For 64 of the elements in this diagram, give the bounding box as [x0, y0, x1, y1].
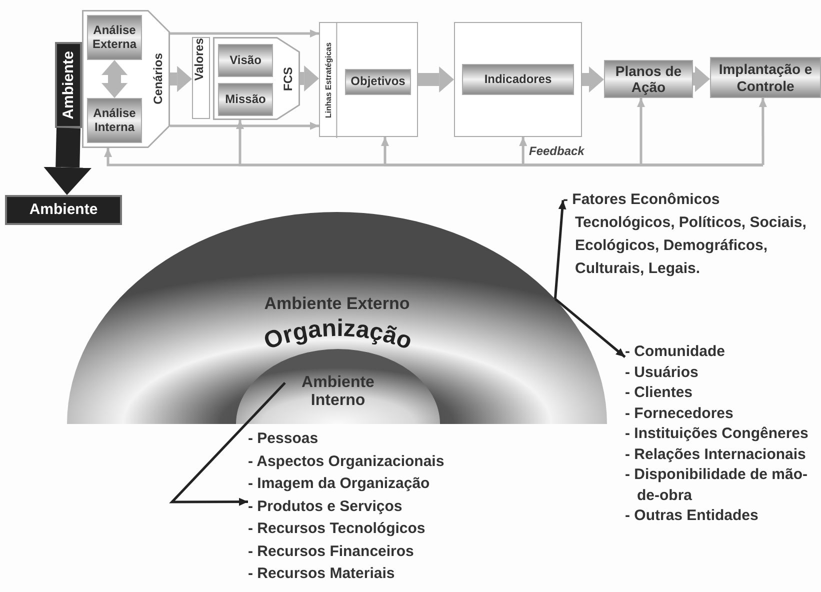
process-box: [218, 44, 273, 77]
list-item: - Disponibilidade de mão-de-obra: [625, 465, 809, 506]
curved-label: Organização: [260, 314, 416, 356]
frame-box: [454, 22, 582, 137]
list-item: - Recursos Materiais: [248, 564, 396, 584]
box-label: Implantação e Controle: [718, 61, 814, 94]
process-box: [87, 15, 142, 60]
arrow: [170, 122, 319, 130]
trapezoid-frame: [213, 37, 300, 120]
block-arrow: [300, 66, 320, 92]
block-arrow: [44, 128, 92, 195]
box-label: Planos de Ação: [614, 62, 683, 96]
arrow: [637, 98, 763, 166]
list-item: - Fornecedores: [625, 404, 734, 424]
list-item: - Imagem da Organização: [248, 474, 431, 494]
vertical-label: Cenários: [152, 53, 166, 105]
trapezoid-frame: [82, 10, 170, 148]
list-item: - Comunidade: [625, 342, 726, 362]
box-label: Ambiente: [29, 201, 98, 219]
process-box: [87, 98, 142, 143]
box-label: Ambiente Externo: [264, 294, 410, 314]
process-box: [345, 69, 411, 95]
inner-semicircle: [236, 349, 440, 424]
box-label: Indicadores: [484, 72, 552, 86]
block-arrow: [693, 66, 710, 92]
list-item: - Recursos Financeiros: [248, 542, 415, 562]
list-item: - Relações Internacionais: [625, 444, 807, 464]
box-label: Ambiente Interno: [300, 374, 376, 410]
edge-label: Feedback: [527, 144, 586, 158]
box-label: Análise Externa: [91, 24, 138, 52]
block-arrow: [102, 60, 128, 98]
box-label: Objetivos: [350, 75, 406, 89]
list-item: - Produtos e Serviços: [248, 496, 404, 516]
block-arrow: [582, 66, 604, 92]
list-item: - Fatores Econômicos Tecnológicos, Políticos, Sociais, Ecológicos, Demográficos, Culturais, Legais.: [563, 190, 808, 279]
list-item: - Aspectos Organizacionais: [248, 452, 446, 472]
box-label: Missão: [225, 92, 266, 106]
list-item: - Recursos Tecnológicos: [248, 519, 426, 539]
vertical-label: Valores: [193, 38, 207, 81]
list-item: - Usuários: [625, 362, 700, 382]
process-box: [218, 83, 273, 116]
list-item: - Pessoas: [248, 429, 320, 449]
process-box: [710, 57, 821, 98]
arrow: [170, 30, 319, 38]
list-item: - Outras Entidades: [625, 506, 760, 526]
vertical-label-box: [55, 42, 82, 128]
vertical-label-box: [192, 37, 210, 119]
arrow: [758, 98, 767, 165]
box-label: Análise Interna: [92, 106, 137, 134]
arrow: [169, 382, 286, 506]
vertical-label: FCS: [282, 66, 296, 90]
box-label: Visão: [230, 54, 262, 68]
label-box: [5, 195, 122, 225]
frame-box: [319, 22, 418, 137]
vertical-label: Ambiente: [60, 50, 78, 120]
list-item: - Clientes: [625, 383, 694, 403]
list-item: - Instituições Congêneres: [625, 424, 810, 444]
block-arrow: [170, 66, 192, 92]
arrow: [554, 200, 566, 299]
process-box: [462, 64, 574, 95]
block-arrow: [418, 66, 454, 92]
vertical-label: Linhas Estratégicas: [321, 23, 338, 138]
arrow: [554, 298, 626, 358]
process-box: [604, 60, 693, 98]
